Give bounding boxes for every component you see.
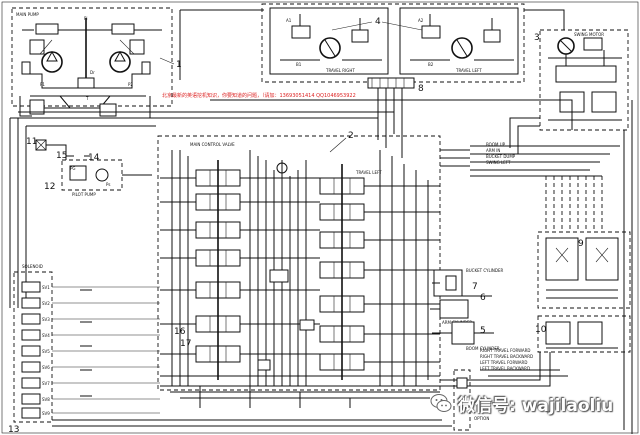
solenoid-tag: SV7 <box>42 381 50 386</box>
callout-8: 8 <box>418 84 424 94</box>
port-label: B1 <box>296 62 302 67</box>
travel-left-spool-label: TRAVEL LEFT <box>355 170 382 175</box>
pilot-lever-group <box>537 231 631 353</box>
port-label: A2 <box>418 18 424 23</box>
cylinders-group: BUCKET CYLINDER ARM CYLINDER BOOM CYLIND… <box>430 268 504 351</box>
port-label: B2 <box>428 62 434 67</box>
boom-up-text: BOOM UP <box>486 142 506 147</box>
red-notice: 北京最新的英语挖机知识，你要知道的问题，（请加：13693051414 QQ10… <box>162 92 356 99</box>
main-control-valve: MAIN CONTROL VALVE TRAVEL LEFT <box>157 135 441 391</box>
callout-12: 12 <box>44 182 55 192</box>
callout-16: 16 <box>174 327 186 337</box>
bucket-cylinder-label: BUCKET CYLINDER <box>466 268 504 273</box>
port-label: P1 <box>40 82 45 87</box>
callout-15: 15 <box>56 151 67 161</box>
callout-9: 9 <box>578 239 584 249</box>
watermark-text: 微信号: wajilaoliu <box>458 395 614 416</box>
swivel-joint-8 <box>367 77 415 89</box>
solenoid-tag: SV5 <box>42 349 50 354</box>
left-travel-backward-text: LEFT TRAVEL BACKWARD <box>480 366 530 371</box>
boom-cylinder-label: BOOM CYLINDER <box>466 346 500 351</box>
callout-4: 4 <box>375 17 381 27</box>
callout-6: 6 <box>480 293 486 303</box>
port-label: Ps <box>106 182 110 187</box>
callout-3: 3 <box>534 33 540 43</box>
solenoid-label: SOLENOID <box>22 264 43 269</box>
port-label: Dr <box>90 70 95 75</box>
pilot-pump-label: PILOT PUMP <box>72 192 96 197</box>
callout-14: 14 <box>88 153 100 163</box>
main-pump-group: MAIN PUMP <box>11 7 173 107</box>
swing-motor-label: SWING MOTOR <box>574 32 604 37</box>
travel-motors-group: TRAVEL RIGHT TRAVEL LEFT <box>261 3 525 89</box>
port-label: A1 <box>286 18 292 23</box>
callout-17: 17 <box>180 339 191 349</box>
solenoid-tag: SV1 <box>42 285 50 290</box>
option-group: OPTION <box>453 369 489 431</box>
right-travel-backward-text: RIGHT TRAVEL BACKWARD <box>480 354 533 359</box>
left-travel-forward-text: LEFT TRAVEL FORWARD <box>480 360 527 365</box>
solenoid-tag: SV2 <box>42 301 50 306</box>
callout-5: 5 <box>480 326 486 336</box>
port-label: P2 <box>128 82 133 87</box>
arm-in-text: ARM IN <box>486 148 500 153</box>
callout-10: 10 <box>535 325 547 335</box>
solenoid-tag: SV9 <box>42 411 50 416</box>
solenoid-tag: SV8 <box>42 397 50 402</box>
solenoid-tag: SV3 <box>42 317 50 322</box>
pilot-pump-group: PILOT PUMP <box>35 139 152 197</box>
solenoid-tag: SV6 <box>42 365 50 370</box>
callout-7: 7 <box>472 282 478 292</box>
port-label: T <box>85 96 89 101</box>
callout-11: 11 <box>26 137 37 147</box>
mcv-label: MAIN CONTROL VALVE <box>190 142 235 147</box>
callout-2: 2 <box>348 131 354 141</box>
bucket-dump-text: BUCKET DUMP <box>486 154 516 159</box>
callout-numbers: 1 2 3 4 5 6 7 8 9 10 11 12 13 14 15 16 1… <box>8 17 584 435</box>
main-pump-label: MAIN PUMP <box>16 12 39 17</box>
swing-motor-group: SWING MOTOR <box>539 29 629 131</box>
wechat-icon <box>430 392 452 414</box>
callout-13: 13 <box>8 425 19 435</box>
solenoid-valve-group: SOLENOID <box>13 264 160 423</box>
port-label: Pi <box>84 16 87 21</box>
wechat-watermark: 微信号: wajilaoliu <box>430 389 635 417</box>
travel-left-label: TRAVEL LEFT <box>455 68 482 73</box>
right-travel-forward-text: RIGHT TRAVEL FORWARD <box>480 348 530 353</box>
callout-1: 1 <box>176 60 182 70</box>
pump-drive <box>19 95 151 118</box>
option-label: OPTION <box>474 416 489 421</box>
travel-right-label: TRAVEL RIGHT <box>325 68 355 73</box>
solenoid-tag: SV4 <box>42 333 50 338</box>
port-label: PG <box>70 166 76 171</box>
